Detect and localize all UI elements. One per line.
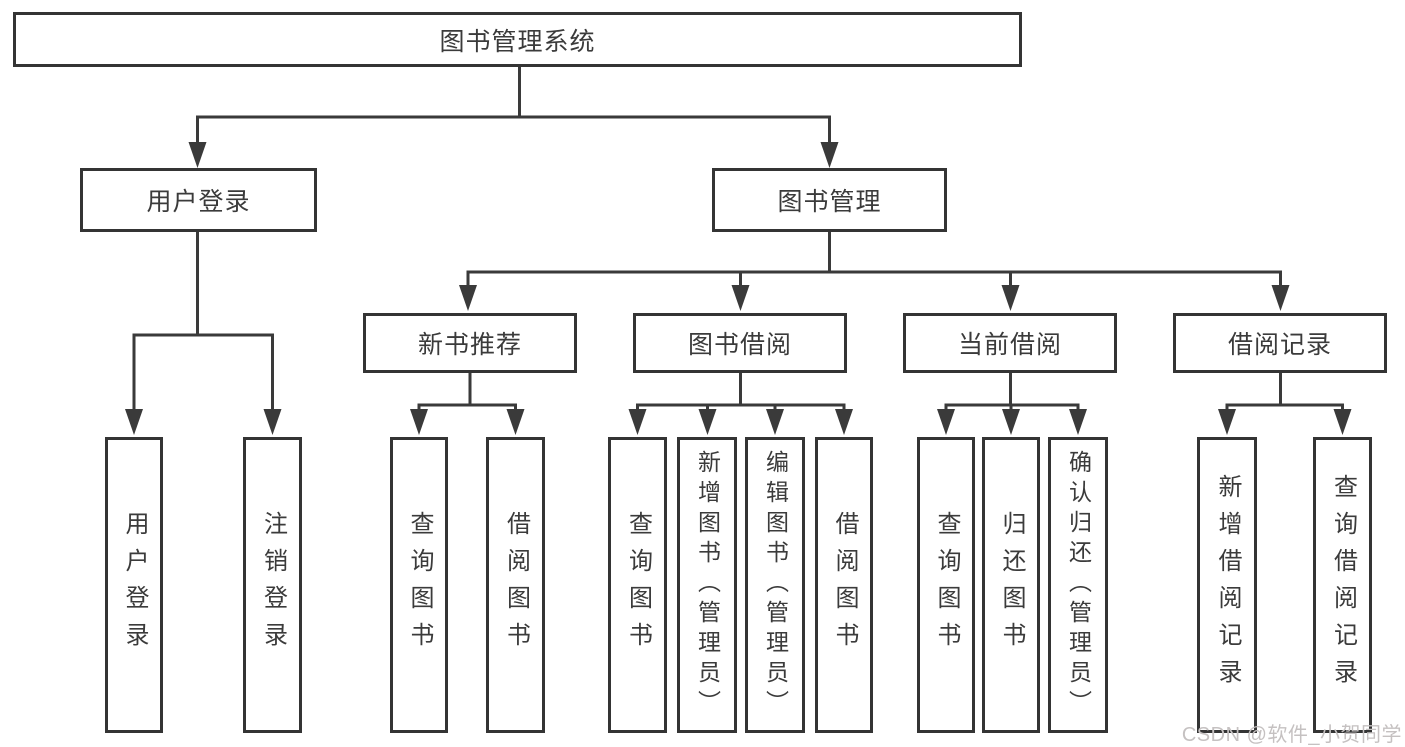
- arrowhead: [1218, 409, 1236, 435]
- arrowhead: [410, 409, 428, 435]
- leaf-query-borrow-record-label: 查询借阅记录: [1329, 474, 1357, 696]
- node-current-borrow-label: 当前借阅: [957, 331, 1062, 359]
- connector-root-split: [196, 66, 831, 146]
- node-user-login-label: 用户登录: [146, 188, 251, 216]
- arrowhead: [1001, 285, 1020, 311]
- node-leaf-edit-book-admin: 编辑图书（管理员）: [745, 437, 805, 733]
- leaf-query-books-label: 查询图书: [624, 511, 652, 659]
- node-book-management: 图书管理: [712, 168, 947, 232]
- arrowheads: [125, 142, 1352, 435]
- leaf-edit-book-admin-label: 编辑图书（管理员）: [762, 450, 789, 720]
- node-leaf-logout: 注销登录: [243, 437, 302, 733]
- node-leaf-query-books-recommend: 查询图书: [390, 437, 448, 733]
- node-borrow-records: 借阅记录: [1173, 313, 1387, 373]
- leaf-return-book-label: 归还图书: [998, 511, 1025, 659]
- node-borrow-records-label: 借阅记录: [1227, 331, 1332, 359]
- leaf-borrow-books-label: 借阅图书: [831, 511, 858, 659]
- arrowhead: [188, 142, 207, 168]
- node-leaf-borrow-books-recommend: 借阅图书: [486, 437, 545, 733]
- node-leaf-add-book-admin: 新增图书（管理员）: [677, 437, 737, 733]
- arrowhead: [459, 285, 477, 311]
- connector-borrow-split: [636, 372, 846, 413]
- node-leaf-query-borrow-record: 查询借阅记录: [1313, 437, 1372, 733]
- node-leaf-query-books-current: 查询图书: [917, 437, 975, 733]
- arrowhead: [731, 285, 750, 311]
- arrowhead: [506, 409, 525, 435]
- connector-recommend-split: [417, 372, 517, 413]
- arrowhead: [1333, 409, 1352, 435]
- node-book-management-label: 图书管理: [777, 188, 882, 216]
- arrowhead: [835, 409, 853, 435]
- arrowhead: [125, 409, 143, 435]
- node-leaf-borrow-books: 借阅图书: [815, 437, 873, 733]
- leaf-user-login-label: 用户登录: [121, 511, 148, 659]
- arrowhead: [820, 142, 839, 168]
- node-user-login: 用户登录: [80, 168, 317, 232]
- arrowhead: [628, 409, 647, 435]
- leaf-add-borrow-record-label: 新增借阅记录: [1214, 474, 1241, 696]
- connector-mgmt-split: [466, 231, 1282, 289]
- node-library-system: 图书管理系统: [13, 12, 1022, 67]
- node-library-system-label: 图书管理系统: [439, 27, 596, 56]
- arrowhead: [698, 409, 717, 435]
- connector-login-split: [132, 231, 274, 413]
- node-new-book-recommend: 新书推荐: [363, 313, 577, 373]
- node-leaf-add-borrow-record: 新增借阅记录: [1197, 437, 1257, 733]
- arrowhead: [1069, 409, 1087, 435]
- csdn-watermark: CSDN @软件_小贺同学: [1181, 724, 1402, 746]
- node-book-borrow-label: 图书借阅: [687, 331, 792, 359]
- leaf-query-books-label: 查询图书: [933, 511, 960, 659]
- node-new-book-recommend-label: 新书推荐: [417, 331, 522, 359]
- arrowhead: [766, 409, 784, 435]
- leaf-query-books-label: 查询图书: [406, 511, 433, 659]
- leaf-confirm-return-admin-label: 确认归还（管理员）: [1065, 450, 1092, 720]
- node-leaf-query-books-borrow: 查询图书: [608, 437, 667, 733]
- leaf-add-book-admin-label: 新增图书（管理员）: [694, 450, 721, 720]
- arrowhead: [1271, 285, 1290, 311]
- arrowhead: [263, 409, 282, 435]
- node-leaf-return-book: 归还图书: [982, 437, 1040, 733]
- node-leaf-user-login: 用户登录: [105, 437, 163, 733]
- node-current-borrow: 当前借阅: [903, 313, 1117, 373]
- connector-records-split: [1225, 372, 1344, 413]
- node-leaf-confirm-return-admin: 确认归还（管理员）: [1048, 437, 1108, 733]
- leaf-logout-label: 注销登录: [259, 511, 287, 659]
- arrowhead: [1002, 409, 1020, 435]
- node-book-borrow: 图书借阅: [633, 313, 847, 373]
- arrowhead: [937, 409, 955, 435]
- connector-current-split: [944, 372, 1080, 413]
- leaf-borrow-books-label: 借阅图书: [502, 511, 530, 659]
